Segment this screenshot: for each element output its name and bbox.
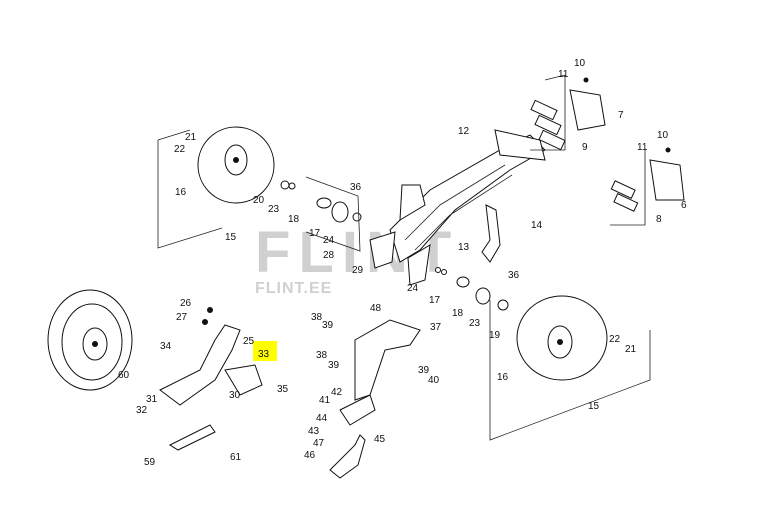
gauge-arm [159,307,263,451]
callout-39b: 39 [328,360,340,371]
bracket-6-group [610,147,685,226]
left-disc-group [157,126,362,252]
callout-26: 26 [180,298,192,309]
callout-22: 22 [174,144,186,155]
callout-15b: 15 [588,401,600,412]
callout-46: 46 [304,450,316,461]
gauge-wheel [47,289,133,391]
right-disc-group [435,267,651,441]
callout-32: 32 [136,405,148,416]
callout-14: 14 [531,220,543,231]
callout-42: 42 [331,387,343,398]
callout-15: 15 [225,232,237,243]
callout-11: 11 [558,69,569,80]
callout-7: 7 [618,110,624,121]
callout-12: 12 [458,126,470,137]
callout-6: 6 [681,200,687,211]
callout-48: 48 [370,303,382,314]
callout-43: 43 [308,426,320,437]
central-frame [369,129,546,286]
callout-30: 30 [229,390,241,401]
callout-16b: 16 [497,372,509,383]
callout-16: 16 [175,187,187,198]
closing-arm [329,319,421,479]
callout-8: 8 [656,214,662,225]
callout-22b: 22 [609,334,621,345]
callout-27: 27 [176,312,188,323]
callout-28: 28 [323,250,335,261]
callout-39c: 39 [418,365,430,376]
callouts: 10 11 7 9 12 21 22 16 20 23 36 18 17 24 … [118,58,687,468]
callout-17b: 17 [429,295,441,306]
callout-24b: 24 [407,283,419,294]
callout-18: 18 [288,214,300,225]
callout-47: 47 [313,438,325,449]
callout-21: 21 [185,132,197,143]
callout-38: 38 [311,312,323,323]
callout-29: 29 [352,265,364,276]
callout-13: 13 [458,242,470,253]
callout-9: 9 [582,142,588,153]
callout-19: 19 [489,330,501,341]
watermark-small: FLINT.EE [255,280,332,297]
callout-23: 23 [268,204,280,215]
callout-36: 36 [350,182,362,193]
highlight-33 [253,341,277,361]
callout-11b: 11 [637,142,648,153]
callout-21b: 21 [625,344,637,355]
callout-18b: 18 [452,308,464,319]
bracket-7-group [530,74,606,151]
callout-10: 10 [574,58,586,69]
callout-20: 20 [253,195,265,206]
callout-17: 17 [309,228,321,239]
callout-36b: 36 [508,270,520,281]
callout-31: 31 [146,394,158,405]
callout-41: 41 [319,395,331,406]
callout-40: 40 [428,375,440,386]
callout-35: 35 [277,384,289,395]
callout-45: 45 [374,434,386,445]
callout-34: 34 [160,341,172,352]
callout-59: 59 [144,457,156,468]
callout-39: 39 [322,320,334,331]
callout-23b: 23 [469,318,481,329]
callout-61: 61 [230,452,242,463]
callout-44: 44 [316,413,328,424]
callout-33: 33 [258,349,270,360]
callout-24: 24 [323,235,335,246]
callout-37: 37 [430,322,442,333]
callout-38b: 38 [316,350,328,361]
callout-25: 25 [243,336,255,347]
callout-10b: 10 [657,130,669,141]
callout-60: 60 [118,370,130,381]
